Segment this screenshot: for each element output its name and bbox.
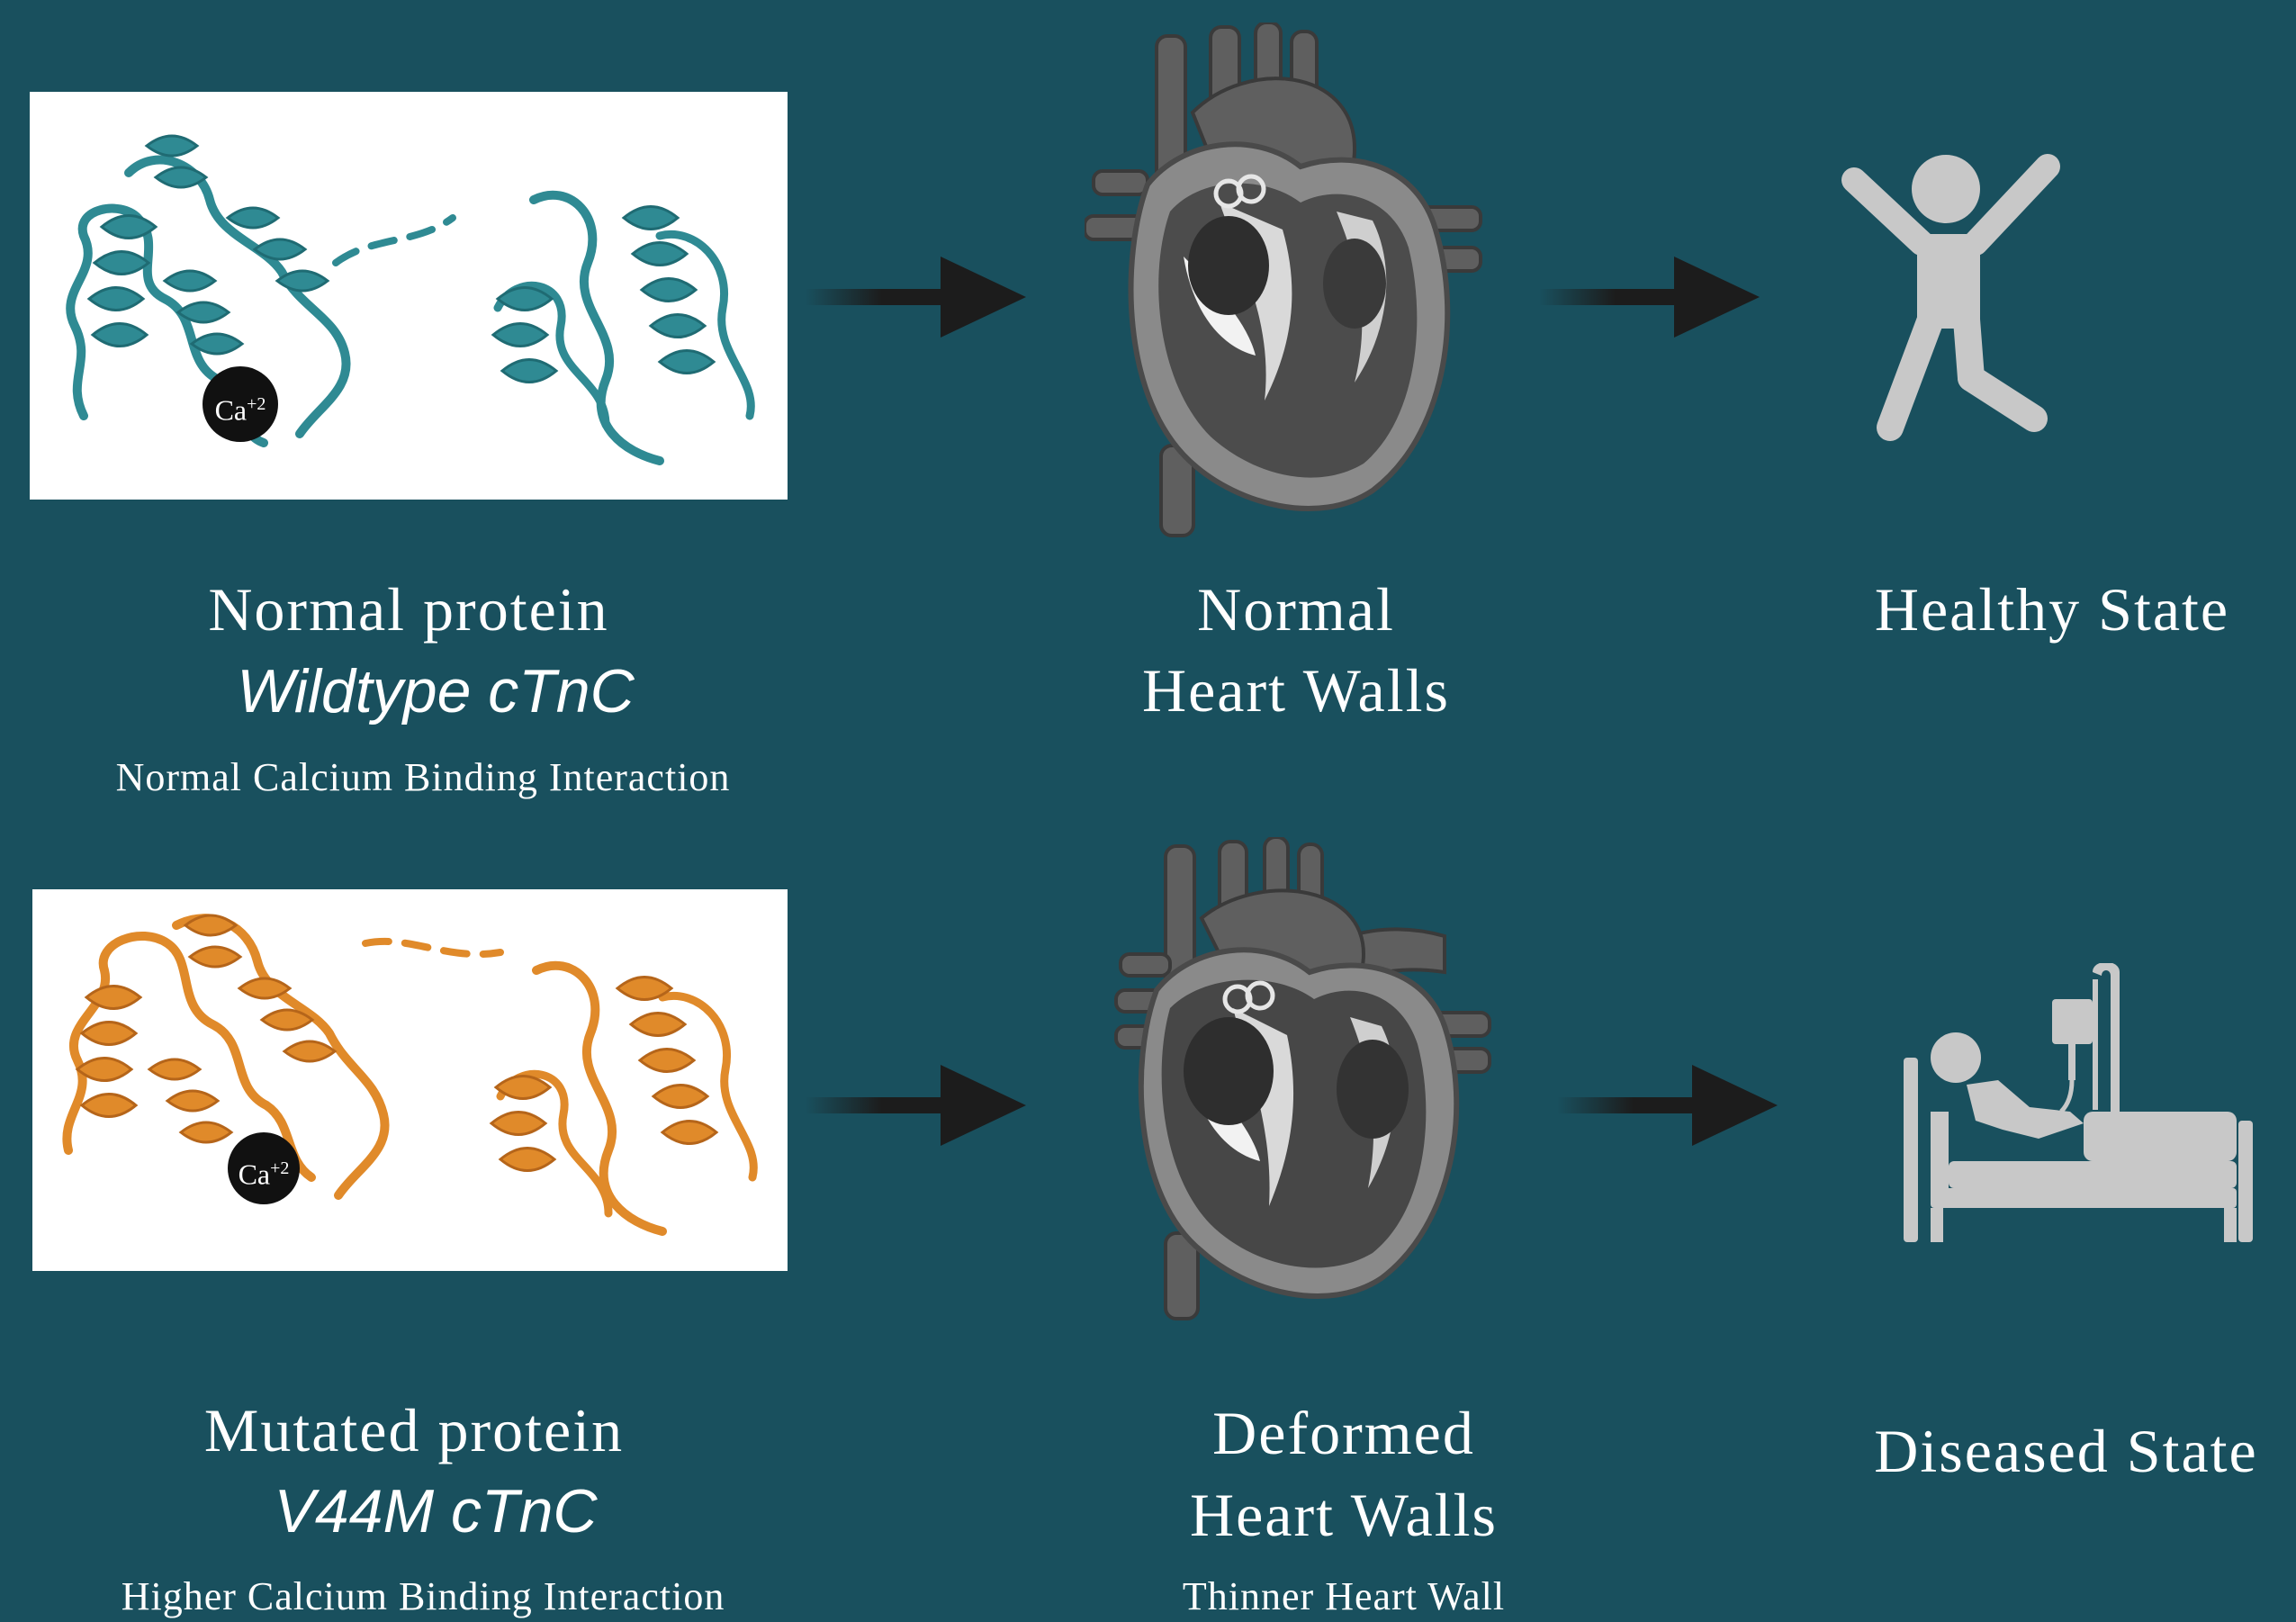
wildtype-protein-image: Ca+2 (30, 92, 788, 500)
normal-heart-line1: Normal (1026, 579, 1566, 640)
healthy-person-icon (1836, 149, 2070, 446)
normal-protein-title: Normal protein (94, 579, 724, 640)
thinner-wall-caption: Thinner Heart Wall (1074, 1577, 1614, 1617)
arrow-protein-to-heart-icon (806, 257, 1031, 338)
deformed-heart-line2: Heart Walls (1074, 1484, 1614, 1545)
mutant-variant-label: V44M cTnC (121, 1481, 751, 1542)
normal-binding-caption: Normal Calcium Binding Interaction (63, 758, 783, 797)
deformed-heart-illustration (1112, 837, 1503, 1323)
calcium-ion-badge: Ca+2 (228, 1132, 300, 1204)
arrow-protein-to-heart-icon (806, 1065, 1031, 1146)
hospital-bed-patient-icon (1904, 963, 2255, 1251)
arrow-heart-to-outcome-icon (1557, 1065, 1782, 1146)
wildtype-variant-label: Wildtype cTnC (121, 661, 751, 722)
normal-heart-illustration (1085, 23, 1490, 540)
calcium-ion-charge: +2 (270, 1158, 289, 1178)
higher-binding-caption: Higher Calcium Binding Interaction (63, 1577, 783, 1617)
mutated-protein-title: Mutated protein (99, 1400, 729, 1461)
healthy-state-label: Healthy State (1827, 579, 2277, 640)
calcium-ion-label: Ca (239, 1158, 271, 1191)
calcium-ion-label: Ca (215, 394, 248, 427)
diseased-state-label: Diseased State (1836, 1420, 2296, 1482)
normal-heart-line2: Heart Walls (1026, 660, 1566, 721)
calcium-ion-charge: +2 (247, 394, 266, 414)
deformed-heart-line1: Deformed (1074, 1402, 1614, 1464)
mutated-protein-image: Ca+2 (32, 889, 788, 1271)
calcium-ion-badge: Ca+2 (203, 366, 278, 442)
arrow-heart-to-outcome-icon (1539, 257, 1764, 338)
